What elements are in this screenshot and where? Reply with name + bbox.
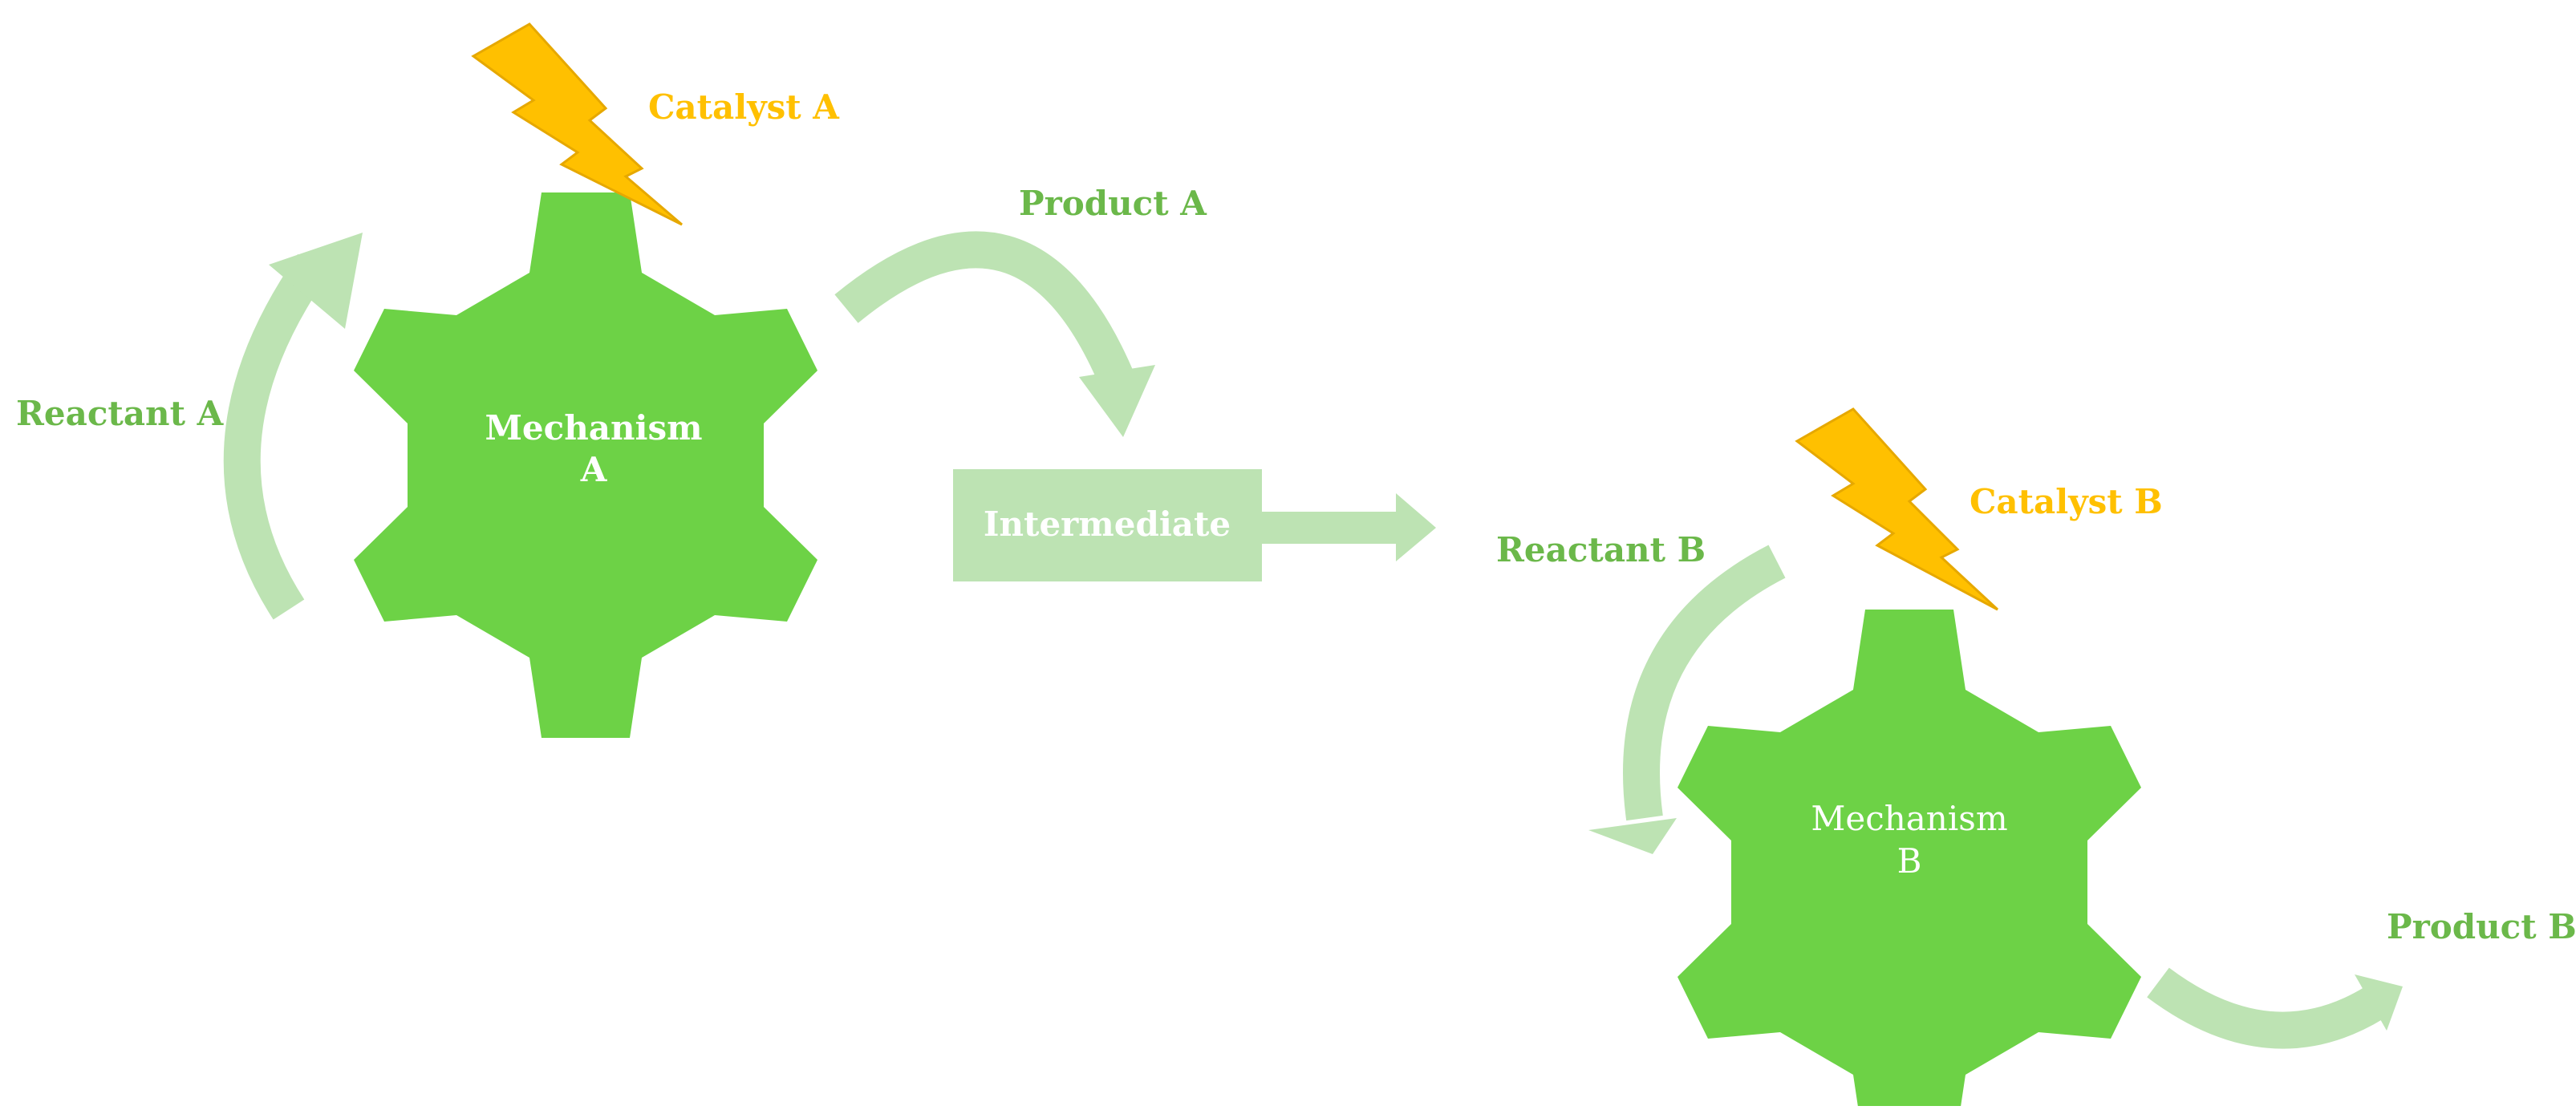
mechanism-b-label-line2: B	[1897, 841, 1922, 881]
product-b-arrow	[2147, 967, 2403, 1049]
catalyst-a-label: Catalyst A	[648, 87, 840, 127]
reactant-a-label: Reactant A	[16, 394, 225, 433]
catalyst-b-bolt-icon	[1795, 407, 1999, 611]
product-b-label: Product B	[2387, 907, 2576, 946]
mechanism-a-label-line2: A	[580, 450, 608, 489]
reactant-a-arrow	[223, 233, 363, 620]
reactant-b-arrow	[1588, 545, 1786, 854]
intermediate-box	[953, 469, 1262, 581]
reactant-b-label: Reactant B	[1496, 530, 1706, 569]
catalyst-b-label: Catalyst B	[1970, 482, 2163, 521]
mechanism-a-label-line1: Mechanism	[485, 408, 702, 448]
catalyst-a-bolt-icon	[471, 22, 683, 226]
intermediate-label: Intermediate	[984, 504, 1231, 544]
intermediate-arrow	[1262, 493, 1436, 561]
product-a-label: Product A	[1019, 184, 1207, 223]
product-a-arrow	[834, 231, 1155, 437]
mechanism-b-label-line1: Mechanism	[1811, 799, 2007, 838]
